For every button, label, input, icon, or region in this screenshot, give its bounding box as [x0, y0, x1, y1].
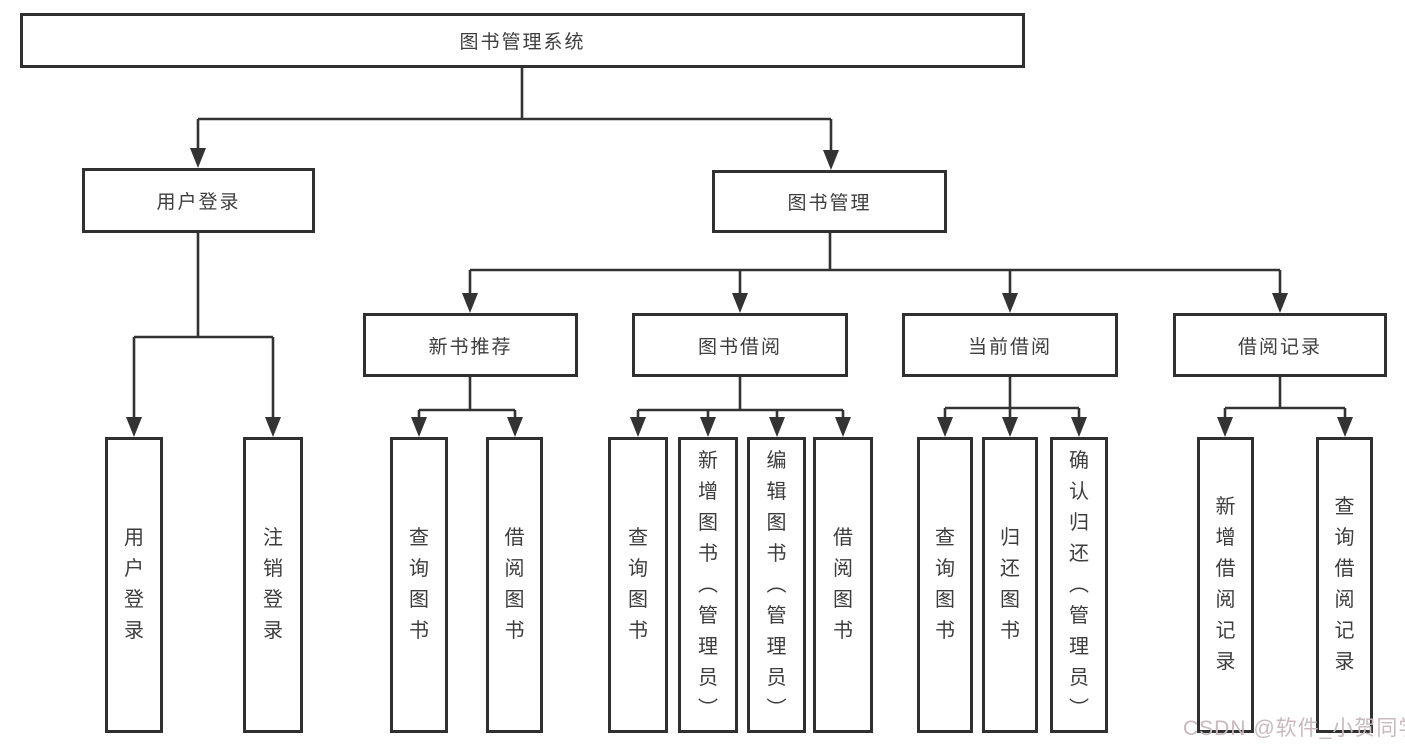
connector-root [190, 68, 839, 170]
vertical-char: 归 [1069, 511, 1089, 534]
vertical-char: 增 [698, 480, 718, 503]
vertical-char: 借 [833, 527, 853, 549]
connector-current [937, 377, 1087, 437]
vertical-char: 图 [833, 589, 853, 611]
vertical-char: 书 [504, 620, 525, 642]
vertical-char: 询 [628, 558, 648, 580]
vertical-char: 借 [504, 527, 525, 549]
vertical-char: 理 [698, 635, 718, 658]
connector-bookmgmt [462, 233, 1288, 313]
node-book-borrow: 图书借阅 [632, 313, 848, 377]
node-book-management: 图书管理 [712, 170, 947, 233]
vertical-char: 借 [1215, 558, 1236, 580]
leaf-confirm-return-admin: 确认归还 ︵ 管理员 ︶ [1050, 437, 1108, 733]
vertical-char: 书 [833, 620, 853, 642]
vertical-char: ︶ [698, 697, 718, 720]
vertical-char: 户 [124, 558, 144, 580]
vertical-char: 理 [766, 635, 787, 658]
vertical-char: 阅 [833, 558, 853, 580]
vertical-char: 录 [263, 620, 283, 642]
leaf-return-books: 归还图书 [982, 437, 1038, 733]
vertical-char: 图 [628, 589, 648, 611]
vertical-char: 销 [263, 558, 283, 580]
vertical-char: ︶ [766, 697, 787, 720]
vertical-char: 认 [1069, 480, 1089, 503]
vertical-char: 书 [1000, 620, 1020, 642]
vertical-char: 借 [1334, 558, 1355, 580]
vertical-char: 用 [124, 527, 144, 549]
vertical-char: 查 [1334, 496, 1355, 518]
node-user-login: 用户登录 [82, 168, 315, 233]
node-root: 图书管理系统 [20, 13, 1025, 68]
node-current-borrow: 当前借阅 [902, 313, 1118, 377]
vertical-char: 管 [698, 604, 718, 627]
vertical-char: 录 [124, 620, 144, 642]
vertical-char: 书 [628, 620, 648, 642]
vertical-char: 图 [698, 511, 718, 534]
connector-records [1217, 377, 1353, 437]
vertical-char: 注 [263, 527, 283, 549]
vertical-char: 还 [1000, 558, 1020, 580]
vertical-char: ︵ [1069, 573, 1089, 596]
vertical-char: 书 [698, 542, 718, 565]
csdn-watermark: CSDN @软件_小贺同学 [1183, 717, 1405, 740]
vertical-char: 查 [628, 527, 648, 549]
leaf-logout: 注销登录 [243, 437, 303, 733]
vertical-char: 书 [409, 620, 429, 642]
vertical-char: 新 [1215, 496, 1236, 518]
vertical-char: 记 [1334, 620, 1355, 642]
vertical-char: 图 [504, 589, 525, 611]
leaf-user-login: 用户登录 [105, 437, 163, 733]
vertical-char: 增 [1215, 527, 1236, 549]
node-new-book-recommend: 新书推荐 [363, 313, 578, 377]
vertical-char: 确 [1069, 449, 1089, 472]
leaf-query-borrow-record: 查询借阅记录 [1316, 437, 1373, 733]
vertical-char: 员 [1069, 666, 1089, 689]
vertical-char: 编 [766, 449, 787, 472]
vertical-char: 记 [1215, 620, 1236, 642]
leaf-query-books-borrow: 查询图书 [608, 437, 668, 733]
leaf-query-books-recommend: 查询图书 [390, 437, 448, 733]
leaf-borrow-books-recommend: 借阅图书 [486, 437, 543, 733]
vertical-char: 管 [1069, 604, 1089, 627]
vertical-char: 还 [1069, 542, 1089, 565]
vertical-char: 归 [1000, 527, 1020, 549]
vertical-char: 询 [1334, 527, 1355, 549]
vertical-char: 员 [698, 666, 718, 689]
vertical-char: 新 [698, 449, 718, 472]
vertical-char: 阅 [1215, 589, 1236, 611]
node-borrow-records: 借阅记录 [1173, 313, 1387, 377]
vertical-char: 图 [409, 589, 429, 611]
leaf-add-books-admin: 新增图书 ︵ 管理员 ︶ [678, 437, 738, 733]
vertical-char: 登 [124, 589, 144, 611]
vertical-char: 查 [935, 527, 955, 549]
vertical-char: 阅 [1334, 589, 1355, 611]
vertical-char: 管 [766, 604, 787, 627]
leaf-query-books-current: 查询图书 [917, 437, 973, 733]
connector-login [126, 233, 281, 437]
vertical-char: 询 [935, 558, 955, 580]
vertical-char: 员 [766, 666, 787, 689]
vertical-char: 书 [766, 542, 787, 565]
vertical-char: ︶ [1069, 697, 1089, 720]
vertical-char: 录 [1215, 651, 1236, 673]
leaf-add-borrow-record: 新增借阅记录 [1197, 437, 1254, 733]
vertical-char: 书 [935, 620, 955, 642]
vertical-char: 登 [263, 589, 283, 611]
connector-borrow [630, 377, 851, 437]
vertical-char: 阅 [504, 558, 525, 580]
vertical-char: 查 [409, 527, 429, 549]
leaf-edit-books-admin: 编辑图书 ︵ 管理员 ︶ [747, 437, 806, 733]
vertical-char: 询 [409, 558, 429, 580]
vertical-char: 录 [1334, 651, 1355, 673]
leaf-borrow-books: 借阅图书 [813, 437, 873, 733]
vertical-char: 图 [1000, 589, 1020, 611]
vertical-char: 图 [935, 589, 955, 611]
vertical-char: 图 [766, 511, 787, 534]
vertical-char: 理 [1069, 635, 1089, 658]
vertical-char: 辑 [766, 480, 787, 503]
connector-newbooks [411, 377, 523, 437]
vertical-char: ︵ [698, 573, 718, 596]
vertical-char: ︵ [766, 573, 787, 596]
